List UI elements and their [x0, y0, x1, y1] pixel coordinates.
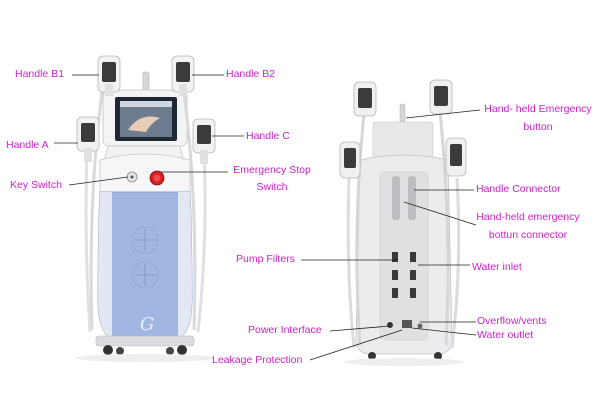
leader-lines: [54, 74, 481, 361]
label-handheld-emergency-line2: button: [523, 121, 553, 133]
label-handheld-connector-line2: bottun connector: [488, 229, 568, 241]
back-handle-right-low: [445, 137, 467, 177]
back-machine: [339, 79, 467, 366]
svg-text:G: G: [140, 314, 154, 335]
front-machine: G: [75, 55, 216, 362]
label-water-outlet: Water outlet: [477, 329, 534, 341]
label-handheld-connector-line1: Hand-held emergency: [476, 211, 580, 223]
leader-water-outlet: [411, 327, 477, 336]
label-leakage-protection: Leakage Protection: [212, 354, 303, 366]
label-handle-c: Handle C: [246, 130, 290, 142]
label-power-interface: Power Interface: [248, 324, 322, 336]
label-emergency-stop-line2: Switch: [256, 181, 288, 193]
label-handheld-emergency-line1: Hand- held Emergency: [484, 103, 592, 115]
pump-filter-blocks: [392, 252, 416, 298]
label-handle-b2: Handle B2: [226, 68, 276, 80]
label-handle-connector: Handle Connector: [476, 183, 561, 195]
leader-key-switch: [68, 176, 129, 186]
back-handle-left-top: [353, 81, 377, 117]
label-handle-b1: Handle B1: [15, 68, 65, 80]
leader-power-interface: [329, 325, 391, 332]
leader-handheld-emergency: [405, 109, 481, 119]
label-handheld-emergency: Hand- held Emergency button: [478, 103, 598, 134]
label-handheld-connector: Hand-held emergency bottun connector: [474, 211, 582, 242]
back-handle-left-low: [339, 141, 361, 179]
label-handle-a: Handle A: [6, 139, 49, 151]
label-emergency-stop-line1: Emergency Stop: [233, 164, 311, 176]
label-emergency-stop: Emergency Stop Switch: [228, 164, 316, 194]
label-key-switch: Key Switch: [10, 179, 62, 191]
handle-a: [76, 116, 100, 162]
handle-b2: [171, 55, 195, 96]
leader-handheld-connector: [403, 201, 477, 226]
handle-c: [192, 118, 216, 164]
label-pump-filters: Pump Filters: [236, 253, 295, 265]
back-handle-right-top: [429, 79, 453, 115]
label-water-inlet: Water inlet: [472, 261, 522, 273]
leader-leakage-protection: [309, 329, 403, 361]
front-vents: [131, 226, 159, 289]
handle-b1: [97, 55, 121, 96]
label-overflow-vents: Overflow/vents: [477, 315, 547, 327]
